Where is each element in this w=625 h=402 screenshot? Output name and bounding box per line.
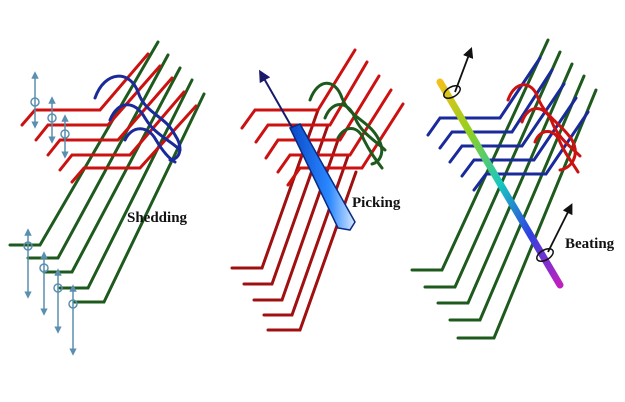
beating-label: Beating: [565, 236, 614, 253]
shedding-label: Shedding: [127, 210, 187, 227]
shedding-panel: [10, 42, 204, 352]
heddle-arrows: [24, 75, 77, 352]
beating-panel: [412, 40, 596, 338]
picking-label: Picking: [352, 195, 400, 212]
picking-panel: [232, 50, 403, 330]
reed-bar-icon: [440, 82, 560, 285]
